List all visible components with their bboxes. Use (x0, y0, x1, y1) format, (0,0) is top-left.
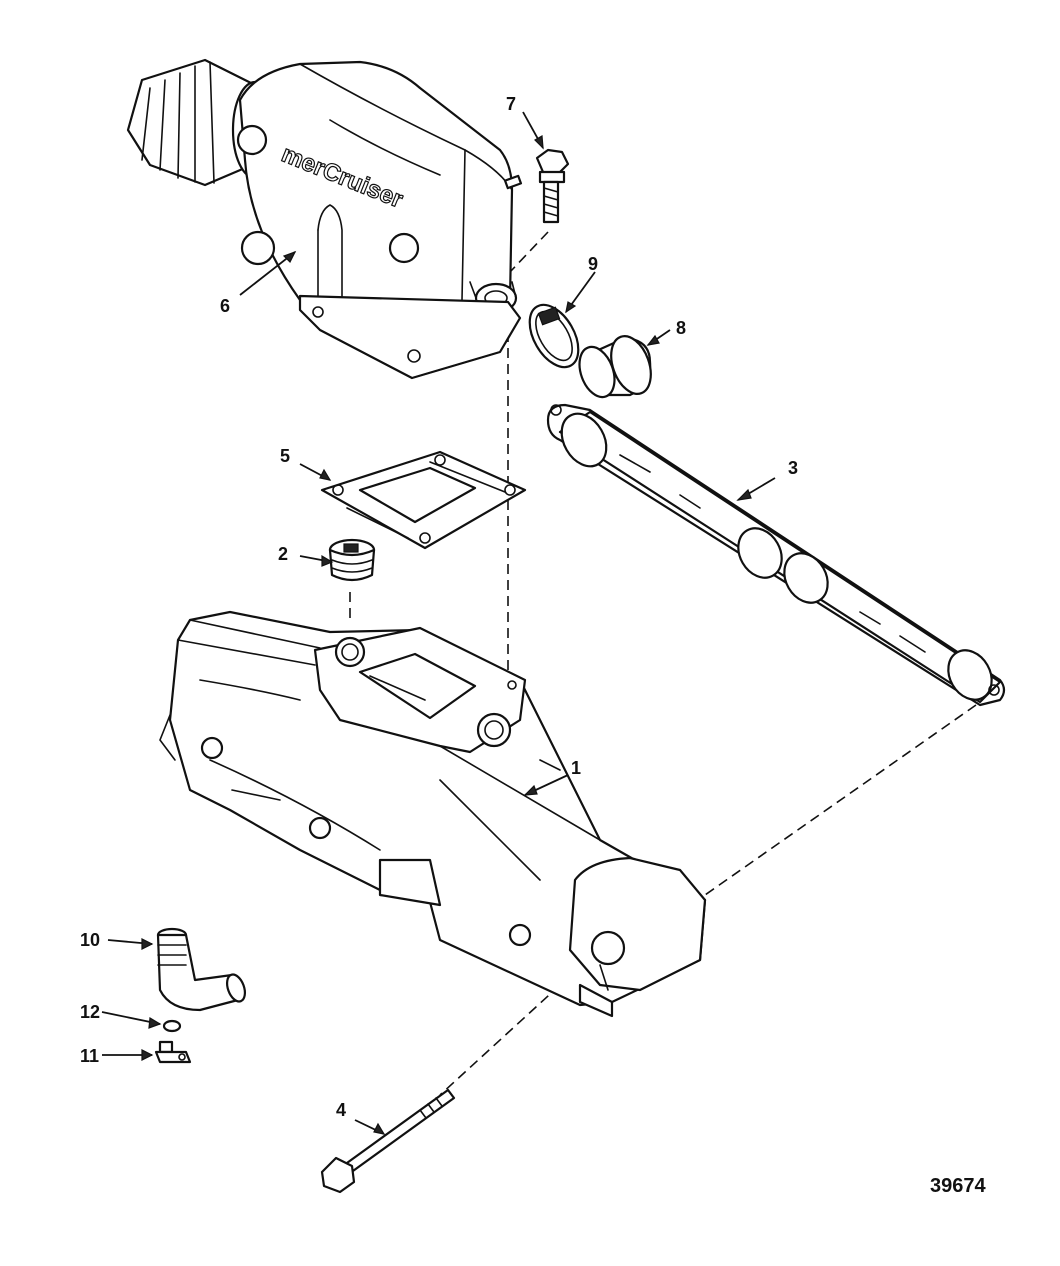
manifold-bolt (320, 1088, 456, 1194)
callout-10: 10 (80, 930, 100, 950)
callout-2: 2 (278, 544, 288, 564)
exhaust-elbow: merCruiser (126, 58, 523, 380)
callout-9: 9 (588, 254, 598, 274)
callout-labels: 1 2 3 4 5 6 7 8 9 10 11 12 (80, 94, 798, 1120)
callout-1: 1 (571, 758, 581, 778)
callout-5: 5 (280, 446, 290, 466)
callout-6: 6 (220, 296, 230, 316)
hose-clamp (528, 303, 580, 369)
callout-3: 3 (788, 458, 798, 478)
leader-lines (101, 111, 776, 1135)
callout-4: 4 (336, 1100, 346, 1120)
elbow-gasket (320, 450, 527, 550)
elbow-bolt (535, 148, 570, 224)
callout-7: 7 (506, 94, 516, 114)
manifold-gasket (546, 403, 1006, 707)
o-ring (162, 1019, 182, 1033)
callout-8: 8 (676, 318, 686, 338)
pipe-plug (328, 538, 376, 582)
elbow-fitting (156, 927, 247, 1012)
exhaust-manifold (159, 610, 707, 1018)
callout-12: 12 (80, 1002, 100, 1022)
assembly-lines (349, 231, 977, 1096)
hose-sleeve (578, 335, 652, 399)
figure-number: 39674 (930, 1175, 986, 1197)
drain-fitting (154, 1040, 192, 1064)
callout-11: 11 (80, 1046, 99, 1066)
